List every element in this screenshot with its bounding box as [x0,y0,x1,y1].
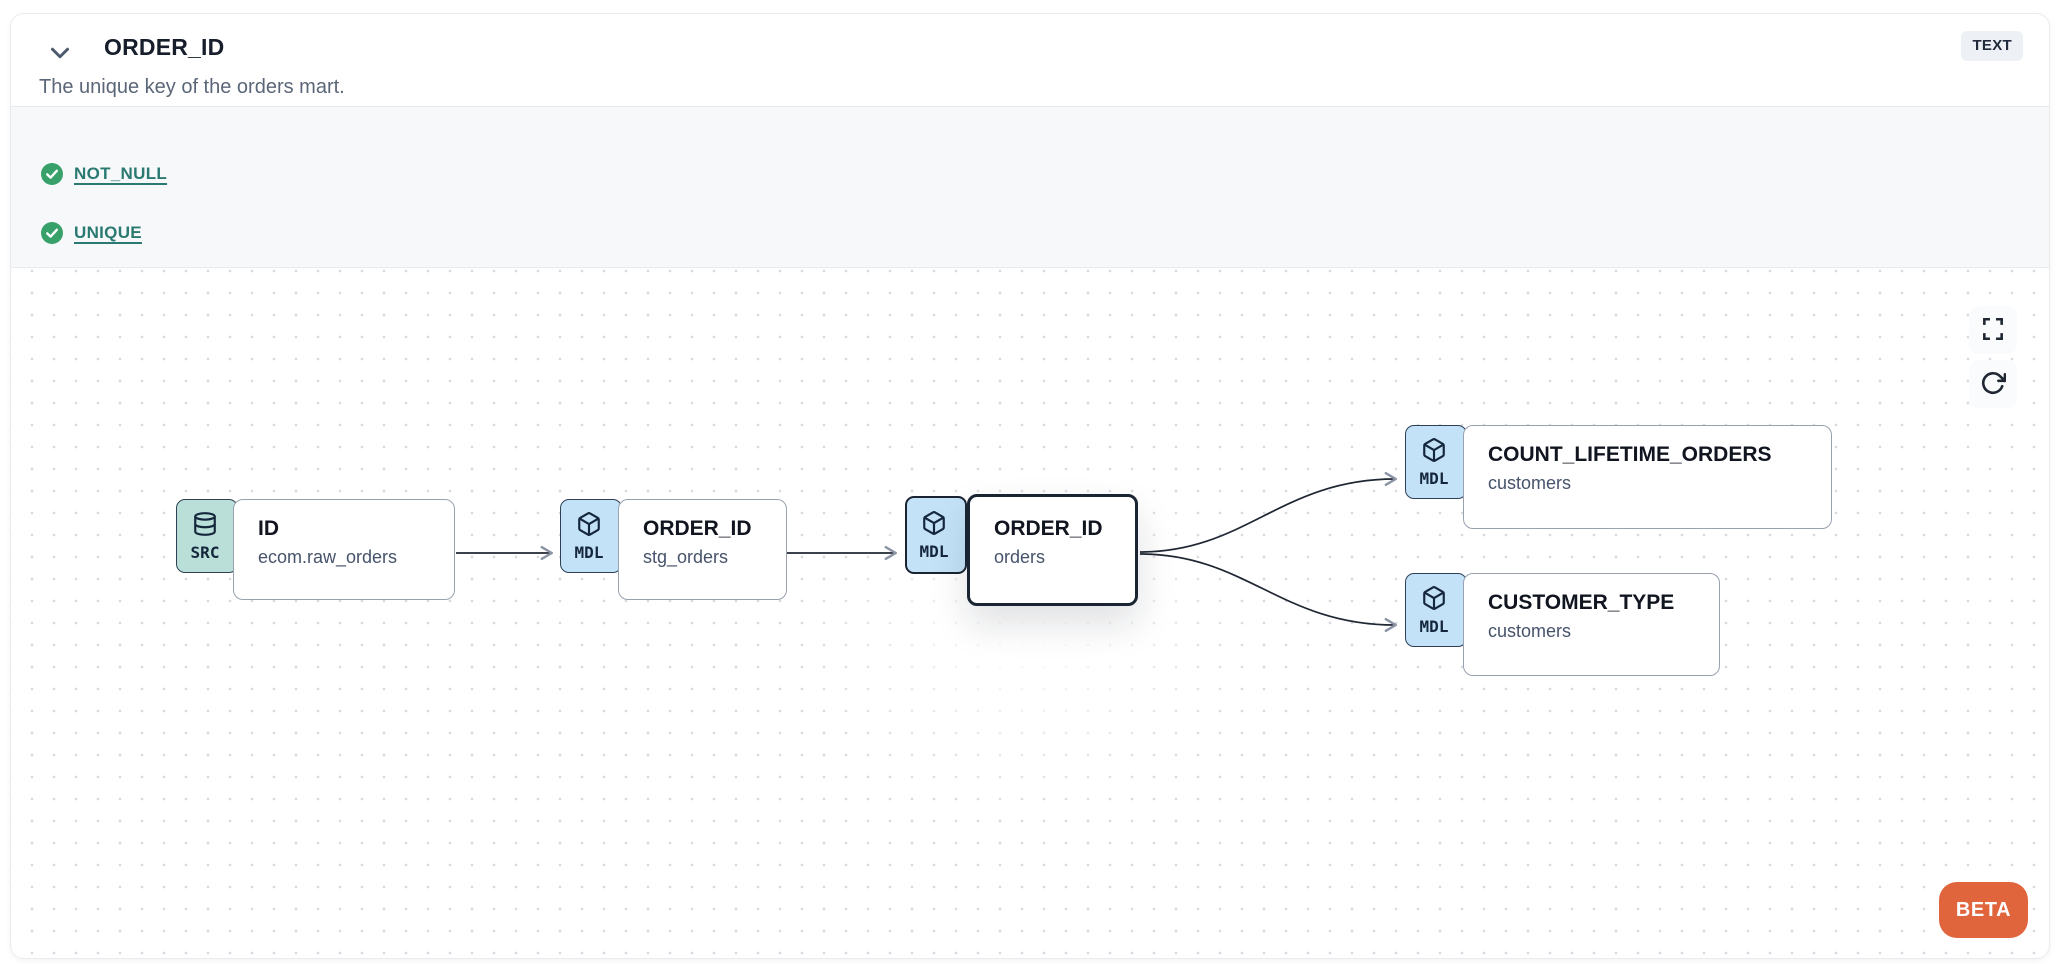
node-subtitle: ecom.raw_orders [258,547,398,567]
lineage-edge [1139,553,1397,633]
tests-section: NOT_NULL UNIQUE [11,106,2049,268]
node-title: ORDER_ID [994,517,1103,540]
node-type-badge-model: MDL [1405,573,1467,647]
node-badge-label: MDL [1419,468,1449,488]
fullscreen-button[interactable] [1969,306,2017,354]
beta-badge: BETA [1939,882,2028,938]
rotate-cw-icon [1980,370,2007,399]
node-badge-label: MDL [574,542,604,562]
node-subtitle: orders [994,547,1046,567]
test-passed-check-icon [41,163,63,185]
node-badge-label: MDL [919,541,949,561]
node-type-badge-model-selected: MDL [905,496,967,574]
cube-icon [921,510,947,541]
test-passed-check-icon [41,222,63,244]
node-type-badge-source: SRC [176,499,238,573]
node-title: CUSTOMER_TYPE [1488,591,1675,614]
refresh-layout-button[interactable] [1969,360,2017,408]
column-title: ORDER_ID [104,34,225,60]
lineage-node-order-id-orders-selected[interactable]: ORDER_ID orders [967,494,1138,606]
lineage-node-order-id-stg-orders[interactable]: ORDER_ID stg_orders [618,499,787,600]
node-title: ID [258,517,279,540]
node-title: ORDER_ID [643,517,752,540]
test-link-not-null[interactable]: NOT_NULL [74,164,168,183]
test-row: UNIQUE [41,222,2049,244]
lineage-node-id-raw-orders[interactable]: ID ecom.raw_orders [233,499,455,600]
lineage-edges [456,471,1397,633]
collapse-chevron-button[interactable] [45,38,75,68]
node-title: COUNT_LIFETIME_ORDERS [1488,443,1772,466]
cube-icon [1421,585,1447,616]
node-subtitle: customers [1488,473,1572,493]
cube-icon [1421,437,1447,468]
column-description: The unique key of the orders mart. [39,76,345,98]
test-row: NOT_NULL [41,163,2049,185]
node-type-badge-model: MDL [560,499,622,573]
lineage-node-customer-type[interactable]: CUSTOMER_TYPE customers [1463,573,1720,676]
lineage-edge [1139,471,1397,553]
test-link-unique[interactable]: UNIQUE [74,223,142,242]
column-detail-panel: ORDER_ID The unique key of the orders ma… [10,13,2050,959]
lineage-node-count-lifetime-orders[interactable]: COUNT_LIFETIME_ORDERS customers [1463,425,1832,529]
node-type-badge-model: MDL [1405,425,1467,499]
database-icon [192,511,218,542]
node-badge-label: SRC [190,542,220,562]
node-subtitle: customers [1488,621,1572,641]
column-type-badge: TEXT [1961,31,2023,61]
panel-header: ORDER_ID The unique key of the orders ma… [11,14,2049,106]
node-badge-label: MDL [1419,616,1449,636]
fullscreen-icon [1980,316,2006,345]
cube-icon [576,511,602,542]
lineage-canvas[interactable]: SRC ID ecom.raw_orders MDL ORDER_ID stg_… [11,268,2047,957]
canvas-controls [1969,306,2017,408]
node-subtitle: stg_orders [643,547,729,567]
chevron-down-icon [45,47,75,71]
